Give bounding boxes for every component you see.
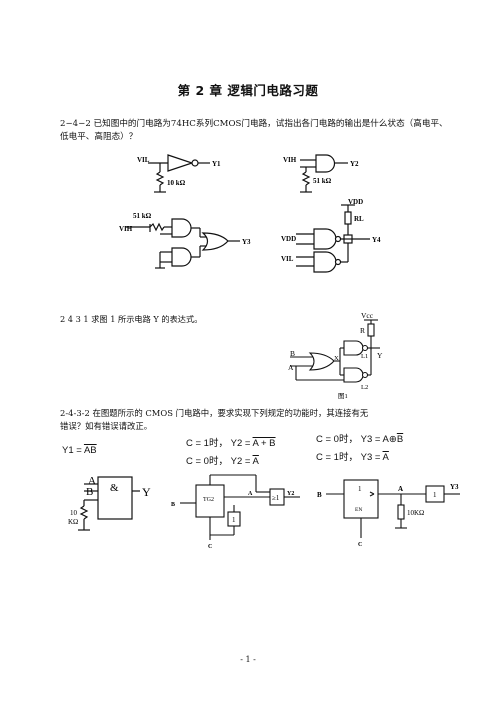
q3-formula-3a: C = 0时， Y3 = A⊕B [316, 434, 404, 445]
q3c2-one: 1 [232, 516, 236, 524]
q3c3-one2: 1 [433, 491, 437, 499]
q2-vcc: Vcc [361, 311, 374, 320]
q3c1-res1: 10 [70, 509, 78, 517]
q3c1-amp: & [110, 482, 119, 494]
q1c4-vdd-top: VDD [348, 198, 363, 206]
q1c4-rl: RL [354, 215, 364, 223]
q1-text-line1: 2−4−2 已知图中的门电路为74HC系列CMOS门电路，试指出各门电路的输出是… [60, 119, 448, 129]
q2-r: R [360, 326, 365, 335]
q3c2-b: B [171, 502, 175, 508]
q1c3-res-label: 51 kΩ [133, 212, 152, 220]
q1c1-out-label: Y1 [212, 160, 221, 168]
chapter-title: 第 2 章 逻辑门电路习题 [177, 83, 319, 98]
q3-text-line2: 错误？如有错误请改正。 [60, 421, 153, 431]
q3c3-b: B [317, 491, 322, 499]
q2-y: Y [377, 351, 383, 360]
q2-text: 2 4 3 1 求图 1 所示电路 Y 的表达式。 [60, 314, 203, 324]
q1c4-in1: VDD [281, 235, 296, 243]
q3c3-en: EN [355, 507, 362, 513]
page-number: - 1 - [240, 655, 256, 664]
q3c1-b: B [86, 486, 93, 498]
q3-text-line1: 2-4-3-2 在图题所示的 CMOS 门电路中，要求实现下列规定的功能时，其连… [60, 408, 369, 418]
q3c2-ge: ≥1 [272, 494, 280, 502]
q3-formula-2b: C = 0时， Y2 = A [186, 456, 259, 467]
q1c2-out-label: Y2 [350, 160, 359, 168]
q3c3-one: 1 [358, 485, 362, 493]
q3c2-y: Y2 [287, 491, 294, 497]
q3c1-y: Y [142, 485, 151, 499]
q3c3-res: 10KΩ [407, 509, 424, 517]
q1c3-in-label: VIH [119, 225, 133, 233]
q2-l1: L1 [361, 353, 368, 360]
q2-a: A [288, 363, 294, 372]
q3c2-c: C [208, 544, 212, 550]
q2-l2: L2 [361, 384, 368, 391]
q3c3-c: C [358, 542, 362, 548]
q3c2-a: A [248, 491, 253, 497]
q3-formula-2a: C = 1时， Y2 = A + B [186, 438, 276, 449]
q3c3-y: Y3 [450, 483, 459, 491]
q1c2-res-label: 51 kΩ [313, 177, 332, 185]
q3c2-tg: TG2 [203, 497, 214, 503]
q3-formula-1: Y1 = AB [62, 445, 97, 456]
q1c1-in-label: VIL [137, 156, 150, 164]
q1c3-out-label: Y3 [242, 238, 251, 246]
q1c1-res-label: 10 kΩ [167, 179, 186, 187]
q3-formula-3b: C = 1时， Y3 = A [316, 452, 389, 463]
q2-caption: 图1 [338, 392, 348, 400]
q2-x: X [334, 355, 339, 362]
q1c2-in-label: VIH [283, 156, 297, 164]
q1c4-out: Y4 [372, 236, 381, 244]
q1-text-line2: 低电平、高阻态）？ [60, 132, 138, 142]
q3c1-res2: KΩ [68, 518, 78, 526]
q2-b: B [290, 349, 295, 358]
q1c4-in2: VIL [281, 255, 294, 263]
q3c3-a: A [398, 485, 403, 493]
q3c1-a: A [88, 475, 96, 487]
